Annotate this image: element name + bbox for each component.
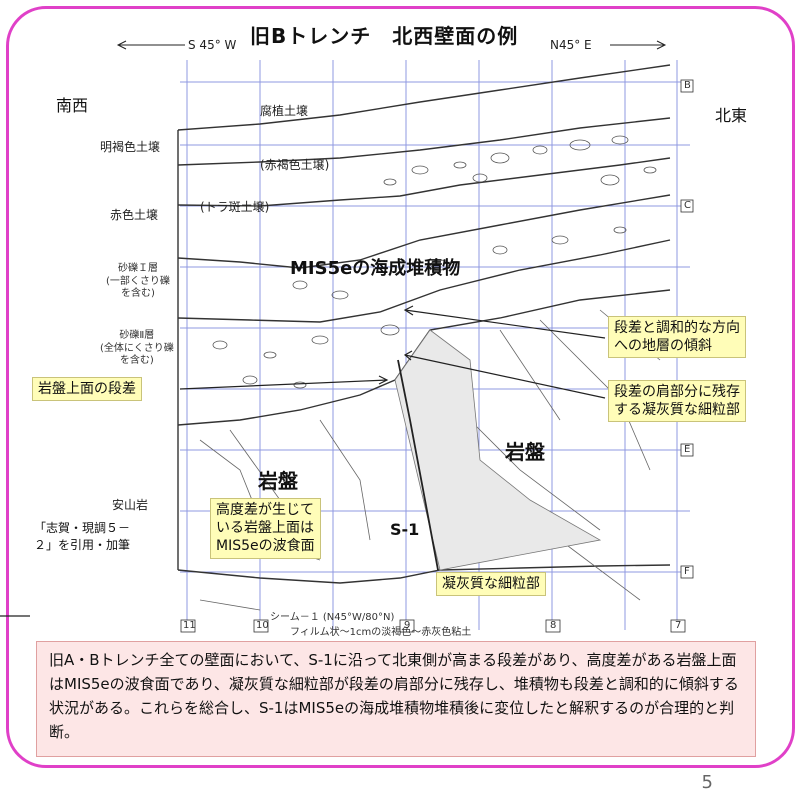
fault-s1	[397, 359, 439, 571]
callout-strata-tilt-line1: 段差と調和的な方向	[614, 320, 740, 336]
callout-shoulder-fine: 段差の肩部分に残存 する凝灰質な細粒部	[608, 380, 746, 423]
mis5e-deposit-label: MIS5eの海成堆積物	[290, 258, 461, 279]
layer-boundaries	[177, 64, 671, 584]
callout-strata-tilt-line2: への地層の傾斜	[614, 338, 712, 355]
gravel-texture	[212, 135, 657, 389]
layer-gravel1-line3: を含む)	[121, 288, 155, 299]
grid-markers	[180, 79, 694, 633]
layer-light-brown: 明褐色土壌	[100, 140, 161, 154]
grid-number-11: 11	[183, 620, 196, 631]
layer-gravel2-line1: 砂礫Ⅱ層	[119, 330, 155, 341]
layer-reddish-brown: (赤褐色土壌)	[260, 158, 330, 172]
layer-gravel2-line2: (全体にくさり礫	[100, 342, 174, 354]
callout-bedrock-surface-line2: いる岩盤上面は	[216, 520, 314, 537]
grid-letter-c: C	[684, 200, 691, 211]
fault-s1-label: S-1	[390, 520, 420, 539]
reference-line2: ２」を引用・加筆	[34, 537, 131, 552]
page-title: 旧Bトレンチ 北西壁面の例	[250, 24, 519, 48]
callout-bedrock-surface-line1: 高度差が生じて	[216, 502, 314, 518]
layer-gravel2-line3: を含む)	[119, 355, 154, 366]
layer-tiger: (トラ斑土壌)	[200, 200, 270, 214]
callout-tuff-fine: 凝灰質な細粒部	[436, 572, 546, 597]
seam-note-2: フィルム状～1cmの淡褐色～赤灰色粘土	[290, 627, 472, 638]
grid-letter-e: E	[684, 444, 691, 455]
callout-shoulder-line2: する凝灰質な細粒部	[614, 402, 740, 419]
grid-letter-b: B	[684, 80, 691, 91]
bedrock-left-label: 岩盤	[258, 469, 298, 493]
callout-bedrock-surface: 高度差が生じて いる岩盤上面は MIS5eの波食面	[210, 498, 321, 559]
direction-arrows	[116, 40, 667, 50]
callout-shoulder-line1: 段差の肩部分に残存	[614, 384, 740, 400]
layer-gravel2: 砂礫Ⅱ層 (全体にくさり礫 を含む)	[100, 330, 174, 368]
layer-andesite: 安山岩	[112, 498, 149, 512]
slide-frame	[6, 6, 795, 768]
grid-letter-f: F	[684, 566, 690, 577]
layer-gravel1: 砂礫Ｉ層 (一部くさり礫 を含む)	[106, 263, 170, 301]
grid-number-8: 8	[550, 620, 557, 631]
direction-ne-arrow-label: N45° E	[550, 38, 592, 52]
callout-bedrock-surface-line3: MIS5eの波食面	[216, 538, 315, 555]
grid-number-9: 9	[404, 620, 411, 631]
direction-northeast: 北東	[715, 106, 748, 125]
callout-bedrock-step: 岩盤上面の段差	[32, 377, 142, 402]
summary-box: 旧A・Bトレンチ全ての壁面において、S-1に沿って北東側が高まる段差があり、高度…	[36, 641, 756, 757]
layer-gravel1-line2: (一部くさり礫	[106, 275, 170, 287]
grid-number-7: 7	[675, 620, 682, 631]
callout-arrows	[179, 305, 606, 399]
layer-humus: 腐植土壌	[260, 104, 309, 118]
reference-line1: 「志賀・現調５－	[34, 521, 131, 535]
direction-southwest: 南西	[56, 96, 89, 115]
callout-strata-tilt: 段差と調和的な方向 への地層の傾斜	[608, 316, 746, 359]
seam-note-1: シーム－１ (N45°W/80°N)	[270, 612, 395, 623]
layer-gravel1-line1: 砂礫Ｉ層	[117, 263, 158, 274]
direction-sw-arrow-label: S 45° W	[188, 38, 237, 52]
reference-note: 「志賀・現調５－ ２」を引用・加筆	[34, 520, 130, 554]
tuff-fine-zone	[394, 329, 602, 571]
layer-red-soil: 赤色土壌	[110, 208, 159, 222]
bedrock-right-label: 岩盤	[505, 440, 545, 464]
grid-number-10: 10	[256, 620, 269, 631]
page-number: 5	[701, 772, 713, 793]
